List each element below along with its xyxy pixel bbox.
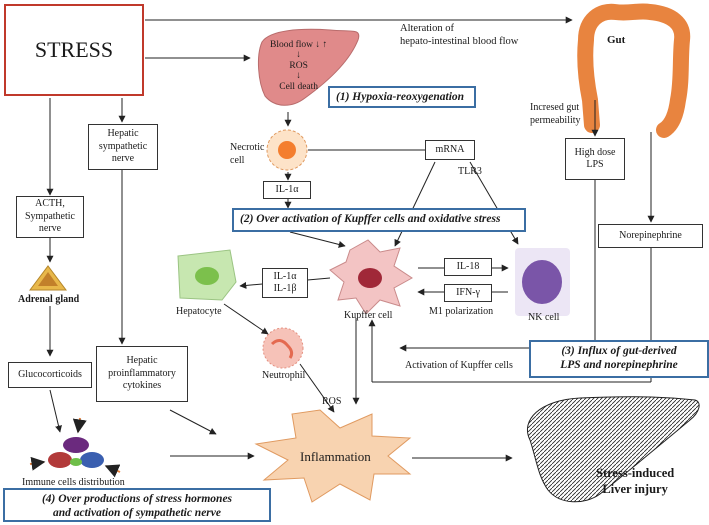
il18-box: IL-18 (444, 258, 492, 276)
liver-top-icon (257, 28, 360, 106)
hepatic-sympathetic-nerve-box: Hepatic sympathetic nerve (88, 124, 158, 170)
ifn-gamma-box: IFN-γ (444, 284, 492, 302)
inflammation-burst (254, 409, 412, 503)
immune-cells-label: Immune cells distribution (22, 477, 125, 488)
liver-text-4: ↓ (296, 71, 301, 82)
liver-text-2: ↓ (296, 50, 301, 61)
gut-icon (577, 3, 691, 138)
stress-box: STRESS (4, 4, 144, 96)
acth-box: ACTH, Sympathetic nerve (16, 196, 84, 238)
hepatocyte-label: Hepatocyte (176, 306, 222, 317)
injured-liver-icon (527, 396, 700, 503)
tlr3-label: TLR3 (458, 166, 482, 177)
necrotic-cell-label: Necrotic cell (230, 142, 265, 166)
il1a-box: IL-1α (263, 181, 311, 199)
adrenal-gland-label: Adrenal gland (18, 294, 80, 305)
kupffer-cell-label: Kupffer cell (344, 310, 393, 321)
liver-text-1: Blood flow ↓ ↑ (270, 40, 328, 50)
il1-pair-box: IL-1α IL-1β (262, 268, 308, 298)
inflammation-label: Inflammation (300, 449, 371, 464)
liver-top-text: Blood flow ↓ ↑ ↓ ROS ↓ Cell death (270, 40, 327, 92)
mrna-box: mRNA (425, 140, 475, 160)
influx-box: (3) Influx of gut-derived LPS and norepi… (529, 340, 709, 378)
hepatic-cytokines-box: Hepatic proinflammatory cytokines (96, 346, 188, 402)
liver-text-3: ROS (289, 60, 308, 71)
activation-kupffer-label: Activation of Kupffer cells (405, 360, 513, 371)
stress-injury-label: Stress-induced Liver injury (596, 466, 675, 496)
liver-text-5: Cell death (279, 81, 319, 92)
hypoxia-box: (1) Hypoxia-reoxygenation (328, 86, 476, 108)
glucocorticoids-box: Glucocorticoids (8, 362, 92, 388)
norepinephrine-box: Norepinephrine (598, 224, 703, 248)
high-dose-lps-box: High dose LPS (565, 138, 625, 180)
increased-gut-label: Incresed gut permeability (530, 102, 581, 126)
gut-label: Gut (607, 34, 626, 46)
over-productions-box: (4) Over productions of stress hormones … (3, 488, 271, 522)
m1-polarization-label: M1 polarization (429, 306, 494, 317)
immune-cells-icon (29, 417, 121, 478)
nk-cell-label: NK cell (528, 312, 560, 323)
blood-flow-note: Alteration of hepato-intestinal blood fl… (400, 23, 519, 48)
neutrophil-icon (262, 327, 304, 369)
kupffer-activation-box: (2) Over activation of Kupffer cells and… (232, 208, 526, 232)
ros-label: ROS (322, 396, 342, 407)
neutrophil-label: Neutrophil (262, 370, 306, 381)
